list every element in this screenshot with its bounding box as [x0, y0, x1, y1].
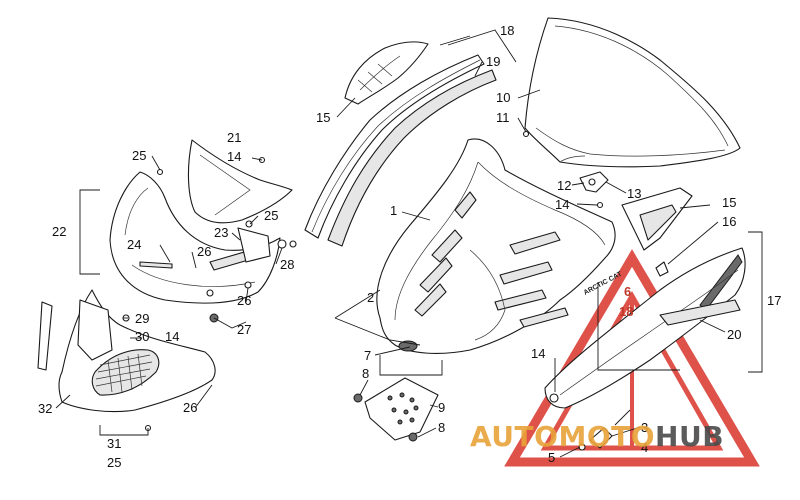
callout-13: 13: [627, 186, 641, 201]
watermark-part1: AUTO: [470, 420, 558, 453]
nose-cone: [109, 171, 281, 304]
callout-14-bumper: 14: [165, 329, 179, 344]
vent-cover-top: [344, 41, 429, 105]
callout-29: 29: [135, 311, 149, 326]
callout-26-nose: 26: [197, 244, 211, 259]
skid-plate: [353, 377, 439, 442]
callout-2: 2: [367, 290, 374, 305]
callout-9: 9: [438, 400, 445, 415]
callout-8-upper: 8: [362, 366, 369, 381]
callout-6: 6: [624, 284, 631, 299]
callout-25-top: 25: [132, 148, 146, 163]
callout-18-top: 18: [500, 23, 514, 38]
callout-21: 21: [227, 130, 241, 145]
upper-nose-grille: [187, 139, 293, 224]
callout-18-side: 18: [619, 304, 633, 319]
hood-assembly: ARCTIC CAT: [376, 138, 624, 354]
reflective-strip: [327, 69, 497, 247]
callout-10: 10: [496, 90, 510, 105]
svg-text:AUTOMOTOHUB: AUTOMOTOHUB: [470, 420, 724, 453]
watermark-part2: MOTO: [558, 420, 655, 453]
callout-20: 20: [727, 327, 741, 342]
callout-14-side: 14: [531, 346, 545, 361]
mount-bracket: [522, 130, 609, 209]
trim-strip: [304, 54, 485, 239]
callout-25-mid: 25: [264, 208, 278, 223]
callout-14-left: 14: [227, 149, 241, 164]
watermark-part3: HUB: [655, 420, 724, 453]
callout-24: 24: [127, 237, 141, 252]
callout-32: 32: [38, 401, 52, 416]
bumper-mesh: [95, 353, 153, 393]
callout-30: 30: [135, 329, 149, 344]
callout-5: 5: [548, 450, 555, 465]
callout-31: 31: [107, 436, 121, 451]
callout-25-bottom: 25: [107, 455, 121, 470]
watermark-text: AUTOMOTOHUB: [470, 420, 724, 453]
left-hardware: [122, 156, 297, 432]
callout-4: 4: [641, 440, 648, 455]
callout-19: 19: [486, 54, 500, 69]
callout-17: 17: [767, 293, 781, 308]
callout-15-top: 15: [316, 110, 330, 125]
latch-hardware: [578, 409, 631, 451]
lower-bumper: [37, 289, 216, 413]
callout-7: 7: [364, 348, 371, 363]
callout-12: 12: [557, 178, 571, 193]
callout-22: 22: [52, 224, 66, 239]
callout-27: 27: [237, 322, 251, 337]
callout-labels: 1 2 3 4 5 6 7 8 8 9 10 11 12 13 14 14 14…: [38, 23, 781, 470]
callout-8-lower: 8: [438, 420, 445, 435]
callout-16: 16: [722, 214, 736, 229]
callout-15-right: 15: [722, 195, 736, 210]
callout-14-top: 14: [555, 197, 569, 212]
leader-lines: [55, 29, 763, 458]
side-panel-assembly: [544, 187, 746, 409]
callout-28: 28: [280, 257, 294, 272]
callout-3: 3: [641, 420, 648, 435]
callout-23: 23: [214, 225, 228, 240]
windshield: [524, 17, 741, 168]
callout-1: 1: [390, 203, 397, 218]
callout-26-right: 26: [237, 293, 251, 308]
callout-26-bumper: 26: [183, 400, 197, 415]
callout-11: 11: [496, 110, 510, 125]
